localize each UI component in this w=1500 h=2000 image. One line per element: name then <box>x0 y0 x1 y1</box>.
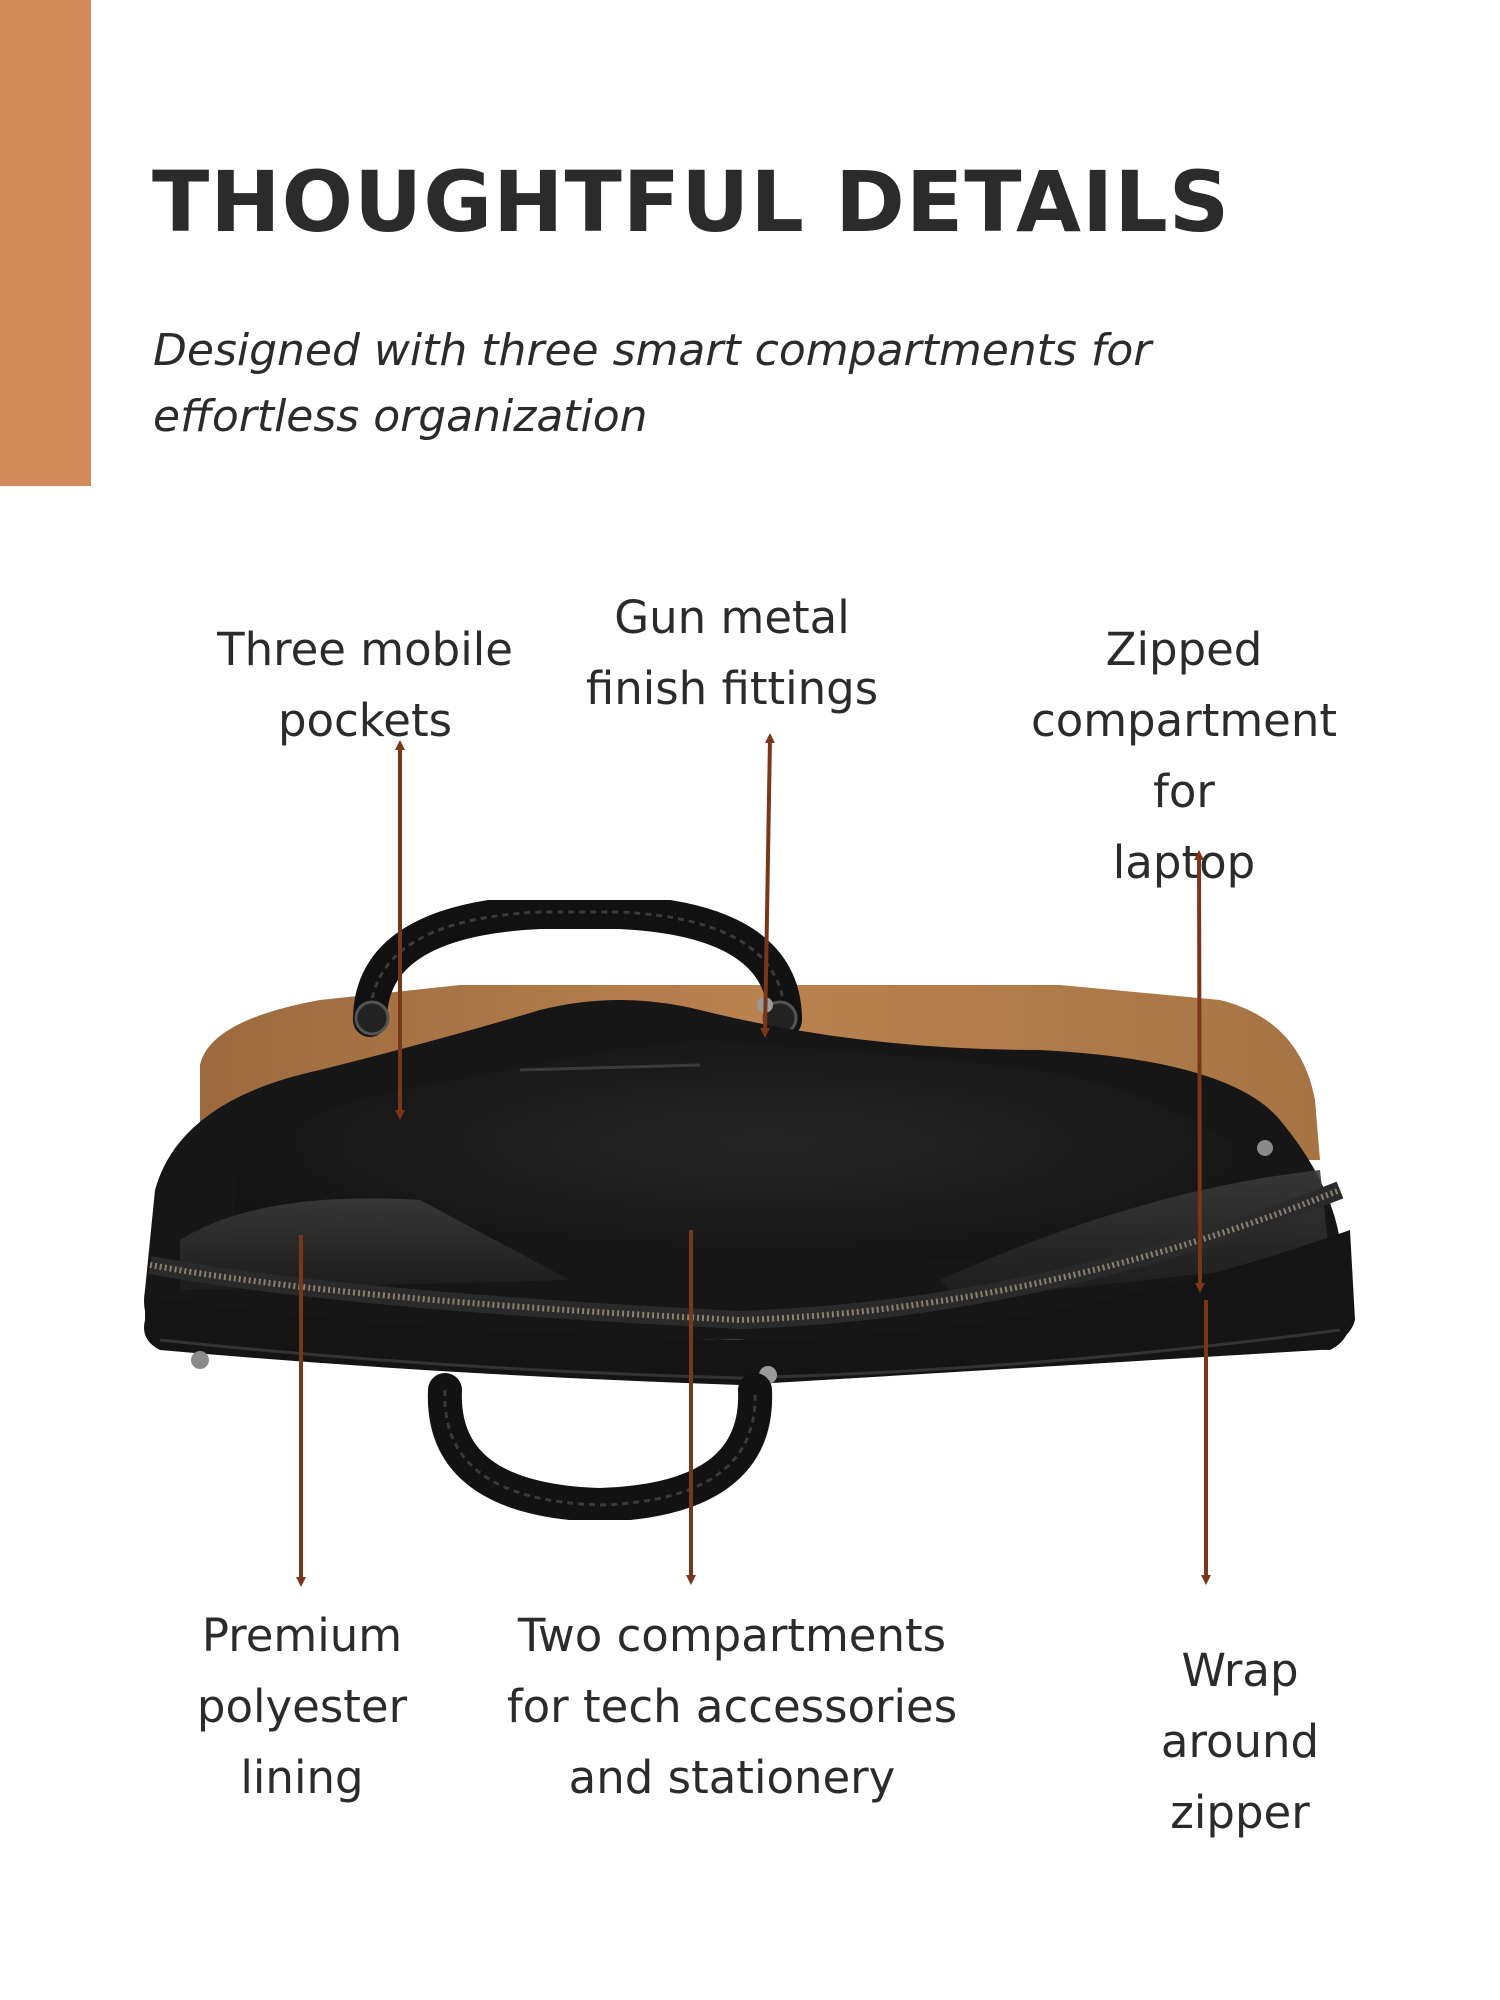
page-title: THOUGHTFUL DETAILS <box>152 153 1231 251</box>
page-subtitle: Designed with three smart compartments f… <box>153 325 1152 442</box>
callout-premium-polyester-lining: Premium polyester lining <box>196 1609 408 1804</box>
callout-zipped-laptop-compartment: Zipped compartment for laptop <box>1030 623 1338 889</box>
callout-gun-metal-fittings: Gun metal finish fittings <box>585 591 879 715</box>
callout-two-compartments: Two compartments for tech accessories an… <box>506 1609 958 1804</box>
callout-three-mobile-pockets: Three mobile pockets <box>217 623 513 747</box>
accent-bar <box>0 0 91 486</box>
callout-wrap-around-zipper: Wrap around zipper <box>1160 1644 1320 1839</box>
laptop-bag-image <box>144 900 1355 1520</box>
